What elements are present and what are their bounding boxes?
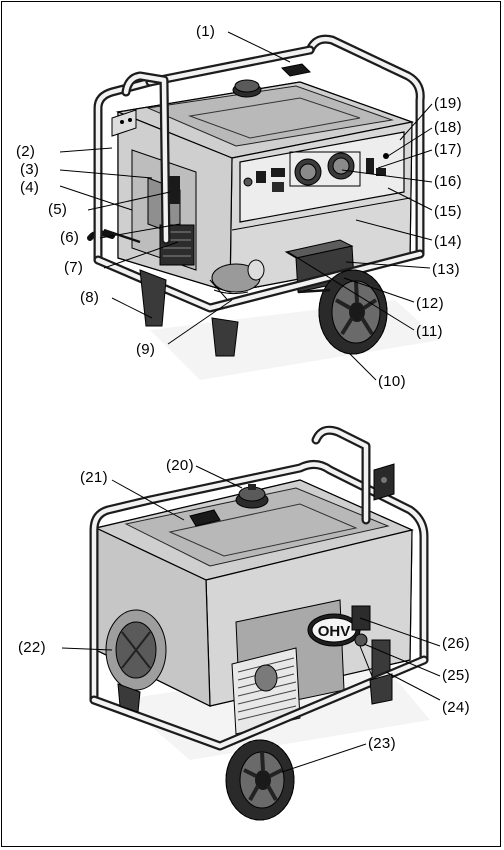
callout-12: (12) bbox=[416, 295, 444, 312]
callout-20: (20) bbox=[166, 457, 194, 474]
callout-6: (6) bbox=[60, 229, 80, 246]
callout-2: (2) bbox=[16, 143, 36, 160]
callout-14: (14) bbox=[434, 233, 462, 250]
callout-1: (1) bbox=[196, 23, 216, 40]
generator-rear-view bbox=[89, 425, 430, 821]
generator-front-view bbox=[87, 34, 440, 380]
callout-18: (18) bbox=[434, 119, 462, 136]
callout-21: (21) bbox=[80, 469, 108, 486]
callout-17: (17) bbox=[434, 141, 462, 158]
callout-25: (25) bbox=[442, 667, 470, 684]
callout-5: (5) bbox=[48, 201, 68, 218]
callout-22: (22) bbox=[18, 639, 46, 656]
wheel bbox=[318, 269, 388, 355]
callout-4: (4) bbox=[20, 179, 40, 196]
callout-11: (11) bbox=[416, 323, 443, 340]
callout-3: (3) bbox=[20, 161, 40, 178]
callout-16: (16) bbox=[434, 173, 462, 190]
callout-7: (7) bbox=[64, 259, 84, 276]
callout-13: (13) bbox=[432, 261, 460, 278]
callout-19: (19) bbox=[434, 95, 462, 112]
callout-8: (8) bbox=[80, 289, 100, 306]
callout-15: (15) bbox=[434, 203, 462, 220]
callout-9: (9) bbox=[136, 341, 156, 358]
callout-26: (26) bbox=[442, 635, 470, 652]
callout-10: (10) bbox=[378, 373, 406, 390]
callout-24: (24) bbox=[442, 699, 470, 716]
callout-23: (23) bbox=[368, 735, 396, 752]
leader-lines bbox=[59, 31, 441, 773]
ohv-badge-text: OHV bbox=[318, 623, 351, 640]
